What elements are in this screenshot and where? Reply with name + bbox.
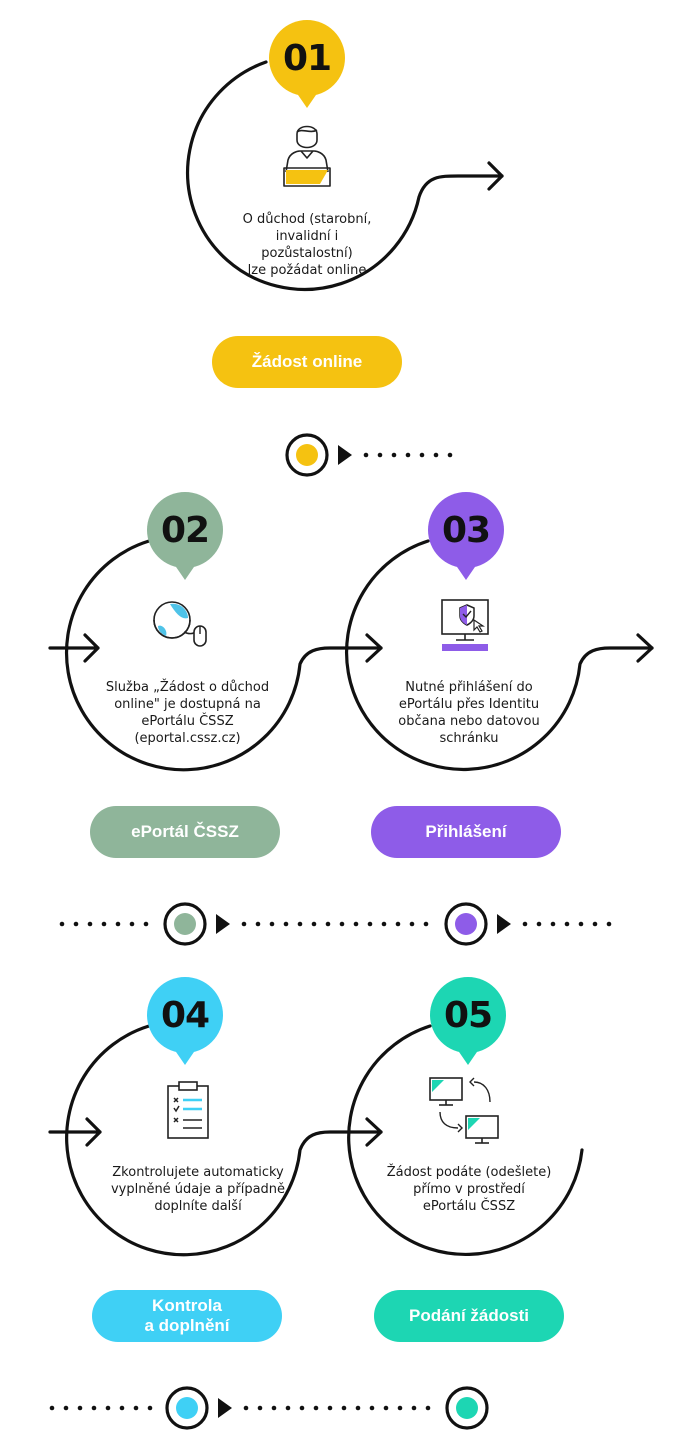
computers-sync-icon <box>429 1077 499 1144</box>
step-02-number-badge: 02 <box>147 492 223 580</box>
step-04-number-badge: 04 <box>147 977 223 1065</box>
step-04-label-pill: Kontrola a doplnění <box>92 1290 282 1342</box>
checklist-clipboard-icon <box>167 1081 209 1139</box>
step-04-description-line: vyplněné údaje a případně <box>110 1182 286 1197</box>
step-01-description: O důchod (starobní, invalidní i pozůstal… <box>232 211 382 279</box>
step-04-entry-arrow <box>48 1117 102 1147</box>
step-05-label-pill: Podání žádosti <box>374 1290 564 1342</box>
step-03-entry-arrowhead <box>365 633 383 663</box>
step-04-description-line: Zkontrolujete automaticky <box>112 1165 284 1180</box>
step-01-ring <box>186 60 504 292</box>
step-01-description-line: lze požádat online <box>247 263 367 278</box>
step-03-description-line: schránku <box>439 731 499 746</box>
step-04-description-line: doplníte další <box>154 1199 242 1214</box>
step-05-label: Podání žádosti <box>409 1306 529 1325</box>
step-01-arrowhead <box>487 161 504 191</box>
secure-computer-login-icon <box>441 599 489 651</box>
step-03-number-badge: 03 <box>428 492 504 580</box>
step-02-description-line: online" je dostupná na <box>114 697 261 712</box>
step-05-description-line: ePortálu ČSSZ <box>422 1199 516 1214</box>
step-05-description-line: Žádost podáte (odešlete) <box>386 1165 552 1180</box>
step-03-number: 03 <box>441 509 491 551</box>
step-01-label: Žádost online <box>251 352 363 371</box>
step-04-description: Zkontrolujete automaticky vyplněné údaje… <box>100 1164 296 1215</box>
step-01-number: 01 <box>282 37 332 79</box>
step-03-description-line: Nutné přihlášení do <box>405 680 533 695</box>
step-02-description-line: Služba „Žádost o důchod <box>105 680 270 695</box>
globe-mouse-icon <box>153 601 207 647</box>
step-03-label: Přihlášení <box>425 822 507 841</box>
step-05-entry-arrowhead <box>365 1117 383 1147</box>
step-03-exit-arrowhead <box>636 633 654 663</box>
timeline-row-3 <box>49 1386 489 1430</box>
step-05-number-badge: 05 <box>430 977 506 1065</box>
step-02-description-line: ePortálu ČSSZ <box>141 714 234 729</box>
step-02-label: ePortál ČSSZ <box>131 822 239 841</box>
step-03-ring <box>345 539 654 772</box>
step-01-number-badge: 01 <box>269 20 345 108</box>
step-05-ring <box>347 1024 584 1257</box>
step-01-description-line: invalidní i pozůstalostní) <box>261 229 353 261</box>
timeline-row-2 <box>59 902 612 946</box>
step-04-ring <box>65 1024 383 1257</box>
step-05-number: 05 <box>443 994 493 1036</box>
step-04-number: 04 <box>160 994 210 1036</box>
step-01-description-line: O důchod (starobní, <box>242 212 372 227</box>
step-02-description: Služba „Žádost o důchod online" je dostu… <box>105 679 270 747</box>
person-at-laptop-icon <box>283 125 331 187</box>
step-02-description-line: (eportal.cssz.cz) <box>134 731 241 746</box>
step-04-label: Kontrola <box>152 1296 222 1315</box>
step-02-number: 02 <box>160 509 210 551</box>
step-03-label-pill: Přihlášení <box>371 806 561 858</box>
step-05-description-line: přímo v prostředí <box>413 1182 525 1197</box>
step-03-description-line: ePortálu přes Identitu <box>398 697 540 712</box>
step-03-description-line: občana nebo datovou <box>398 714 540 729</box>
step-04-label: a doplnění <box>144 1316 230 1335</box>
step-02-entry-arrow <box>48 633 100 663</box>
step-03-description: Nutné přihlášení do ePortálu přes Identi… <box>389 679 549 747</box>
step-01-label-pill: Žádost online <box>212 336 402 388</box>
step-05-description: Žádost podáte (odešlete) přímo v prostře… <box>380 1164 558 1215</box>
timeline-row-1 <box>285 433 453 477</box>
step-02-ring <box>64 539 383 772</box>
step-02-label-pill: ePortál ČSSZ <box>90 806 280 858</box>
